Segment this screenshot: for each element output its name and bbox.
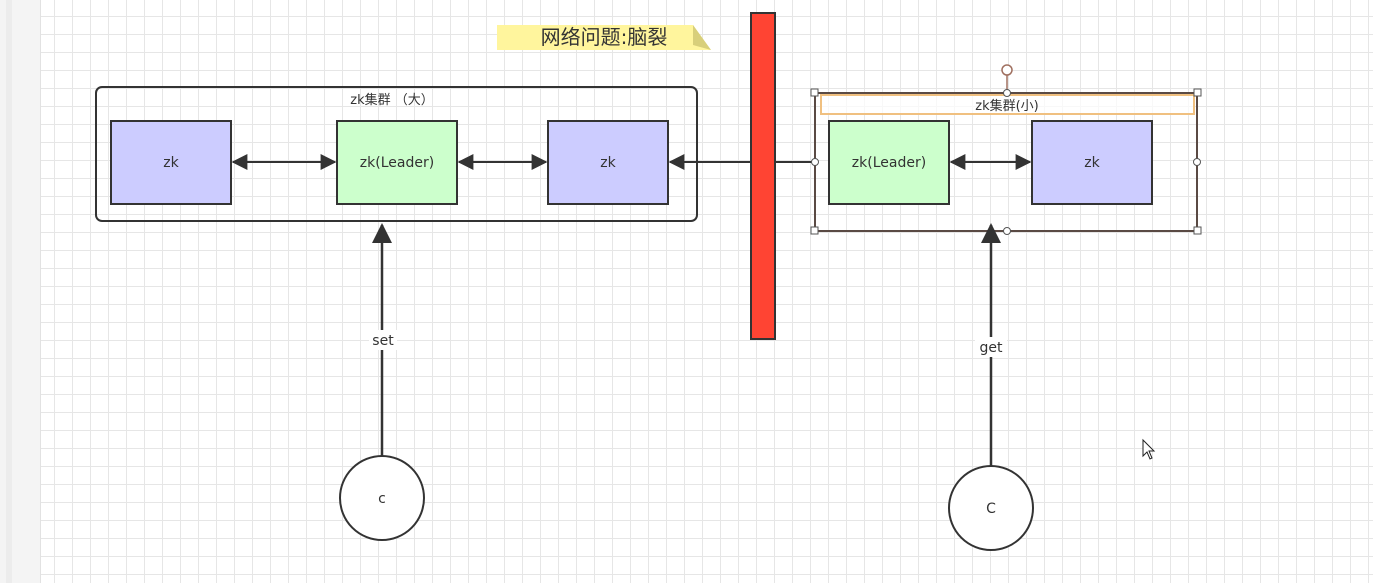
- client-circle: [339, 455, 425, 541]
- mouse-cursor-icon: [1142, 438, 1156, 460]
- resize-handle-tr[interactable]: [1193, 88, 1202, 97]
- cluster-big-frame: [95, 86, 698, 222]
- client-label: C: [986, 501, 996, 517]
- client-node-1[interactable]: c: [339, 455, 425, 541]
- cluster-big-label: zk集群 （大）: [350, 92, 434, 108]
- zk-node-label: zk: [600, 155, 616, 171]
- edge-label-set: set: [372, 333, 394, 349]
- client-node-2[interactable]: C: [948, 465, 1034, 551]
- client-label: c: [378, 491, 386, 507]
- resize-handle-bl[interactable]: [810, 226, 819, 235]
- zk-node-big-3[interactable]: zk: [547, 120, 669, 205]
- edge-label-bg: [369, 330, 397, 350]
- left-ruler: [0, 0, 41, 583]
- rotate-handle[interactable]: [1001, 64, 1013, 76]
- selection-handles[interactable]: [810, 64, 1202, 235]
- resize-handle-br[interactable]: [1193, 226, 1202, 235]
- zk-node-box: [1031, 120, 1153, 205]
- note-fold: [693, 25, 711, 50]
- zk-leader-label: zk(Leader): [852, 155, 926, 171]
- zk-leader-box: [828, 120, 950, 205]
- zk-node-box: [110, 120, 232, 205]
- zk-leader-small[interactable]: zk(Leader): [828, 120, 950, 205]
- resize-handle-tl[interactable]: [810, 88, 819, 97]
- zk-node-big-1[interactable]: zk: [110, 120, 232, 205]
- zk-leader-label: zk(Leader): [360, 155, 434, 171]
- resize-handle-right[interactable]: [1193, 158, 1201, 166]
- zk-leader-big[interactable]: zk(Leader): [336, 120, 458, 205]
- page-title: 网络问题:脑裂: [541, 25, 668, 49]
- cluster-small-label: zk集群(小): [975, 98, 1039, 114]
- edge-label-get: get: [980, 340, 1004, 356]
- note-shape: [497, 25, 711, 50]
- zk-node-label: zk: [1084, 155, 1100, 171]
- resize-handle-bottom[interactable]: [1003, 227, 1011, 235]
- resize-handle-top[interactable]: [1003, 89, 1011, 97]
- client-circle: [948, 465, 1034, 551]
- title-note[interactable]: 网络问题:脑裂: [497, 25, 711, 50]
- zk-node-box: [547, 120, 669, 205]
- resize-handle-left[interactable]: [811, 158, 819, 166]
- zk-node-small[interactable]: zk: [1031, 120, 1153, 205]
- cluster-big[interactable]: zk集群 （大）: [95, 86, 698, 222]
- zk-leader-box: [336, 120, 458, 205]
- edge-label-bg: [975, 337, 1007, 357]
- zk-node-label: zk: [163, 155, 179, 171]
- network-partition-wall[interactable]: [750, 12, 776, 340]
